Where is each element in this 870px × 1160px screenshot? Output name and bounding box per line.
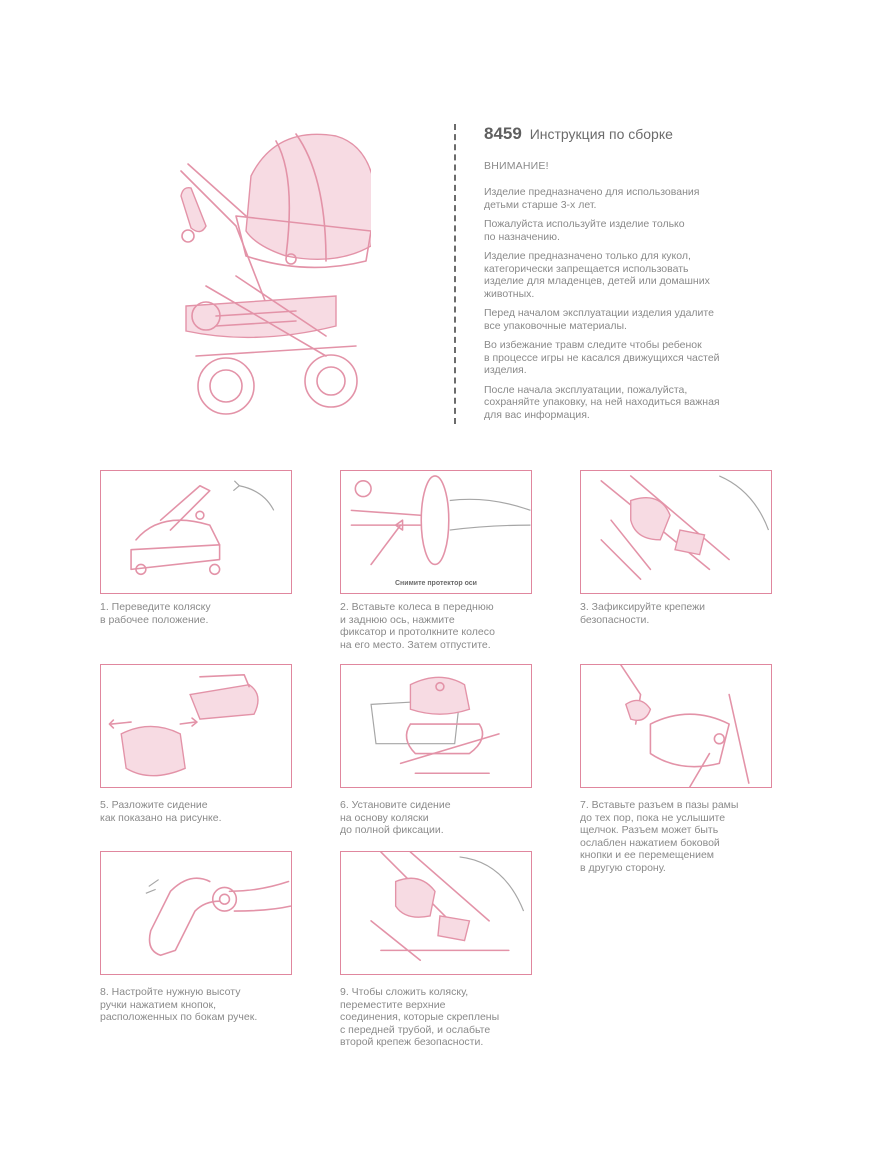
caption-line: в рабочее положение. bbox=[100, 613, 209, 626]
paragraph: После начала эксплуатации, пожалуйста, с… bbox=[484, 384, 784, 422]
caption-line: 7. Вставьте разъем в пазы рамы bbox=[580, 799, 739, 811]
step-1-illustration bbox=[100, 470, 292, 594]
paragraph: Во избежание травм следите чтобы ребенок… bbox=[484, 339, 784, 377]
caption-line: соединения, которые скреплены bbox=[340, 1011, 500, 1023]
paragraph: Изделие предназначено для использования … bbox=[484, 186, 784, 211]
paragraph-line: категорически запрещается использовать bbox=[484, 262, 689, 275]
paragraph-line: по назначению. bbox=[484, 230, 560, 243]
caption-line: фиксатор и протолкните колесо bbox=[340, 626, 495, 638]
caption-line: на его место. Затем отпустите. bbox=[340, 638, 491, 651]
step-2-illustration: Снимите протектор оси bbox=[340, 470, 532, 594]
paragraph-line: все упаковочные материалы. bbox=[484, 319, 627, 332]
caption-line: ослаблен нажатием боковой bbox=[580, 836, 720, 849]
caption-line: переместите верхние bbox=[340, 998, 446, 1011]
caption-line: до тех пор, пока не услышите bbox=[580, 811, 726, 824]
caption-line: 2. Вставьте колеса в переднюю bbox=[340, 601, 494, 613]
paragraph-line: изделие для младенцев, детей или домашни… bbox=[484, 275, 710, 287]
caption-line: 8. Настройте нужную высоту bbox=[100, 986, 241, 998]
paragraph-line: в процессе игры не касался движущихся ча… bbox=[484, 351, 720, 364]
step-5-caption: 5. Разложите сидение как показано на рис… bbox=[100, 799, 305, 824]
paragraph: Пожалуйста используйте изделие только по… bbox=[484, 218, 784, 243]
model-number: 8459 bbox=[484, 124, 522, 143]
step-8-caption: 8. Настройте нужную высоту ручки нажатие… bbox=[100, 986, 305, 1024]
dashed-divider bbox=[454, 124, 456, 424]
title-text: Инструкция по сборке bbox=[529, 126, 673, 142]
paragraph-line: Перед началом эксплуатации изделия удали… bbox=[484, 307, 714, 319]
caption-line: 3. Зафиксируйте крепежи bbox=[580, 601, 706, 613]
intro-block: 8459 Инструкция по сборке ВНИМАНИЕ! Изде… bbox=[484, 124, 784, 428]
step-1-caption: 1. Переведите коляску в рабочее положени… bbox=[100, 601, 305, 626]
paragraph: Перед началом эксплуатации изделия удали… bbox=[484, 307, 784, 332]
caption-line: как показано на рисунке. bbox=[100, 811, 222, 824]
caption-line: расположенных по бокам ручек. bbox=[100, 1011, 258, 1023]
paragraph-line: животных. bbox=[484, 287, 535, 300]
page-title: 8459 Инструкция по сборке bbox=[484, 124, 784, 144]
paragraph-line: Во избежание травм следите чтобы ребенок bbox=[484, 339, 702, 351]
paragraph-line: детьми старше 3-х лет. bbox=[484, 198, 597, 211]
step-7-illustration bbox=[580, 664, 772, 788]
step-2-caption: 2. Вставьте колеса в переднюю и заднюю о… bbox=[340, 601, 545, 651]
paragraph-line: для вас информация. bbox=[484, 408, 590, 421]
caption-line: в другую сторону. bbox=[580, 861, 666, 874]
warning-heading: ВНИМАНИЕ! bbox=[484, 160, 549, 172]
caption-line: и заднюю ось, нажмите bbox=[340, 613, 455, 626]
step-6-caption: 6. Установите сидение на основу коляски … bbox=[340, 799, 545, 837]
caption-line: ручки нажатием кнопок, bbox=[100, 998, 217, 1011]
step-2-image-caption: Снимите протектор оси bbox=[395, 580, 477, 587]
hero-stroller-illustration bbox=[176, 116, 377, 416]
paragraph: Изделие предназначено только для кукол, … bbox=[484, 250, 784, 300]
step-9-caption: 9. Чтобы сложить коляску, переместите ве… bbox=[340, 986, 545, 1049]
paragraph-line: После начала эксплуатации, пожалуйста, bbox=[484, 383, 688, 396]
caption-line: до полной фиксации. bbox=[340, 824, 444, 836]
caption-line: второй крепеж безопасности. bbox=[340, 1036, 484, 1048]
caption-line: кнопки и ее перемещением bbox=[580, 849, 715, 861]
caption-line: щелчок. Разъем может быть bbox=[580, 824, 719, 836]
caption-line: безопасности. bbox=[580, 613, 650, 626]
caption-line: 9. Чтобы сложить коляску, bbox=[340, 986, 469, 998]
paragraph-line: Изделие предназначено для использования bbox=[484, 186, 700, 198]
paragraph-line: сохраняйте упаковку, на ней находиться в… bbox=[484, 396, 720, 408]
step-9-illustration bbox=[340, 851, 532, 975]
caption-line: 5. Разложите сидение bbox=[100, 799, 208, 811]
paragraph-line: Пожалуйста используйте изделие только bbox=[484, 218, 685, 230]
step-3-illustration bbox=[580, 470, 772, 594]
caption-line: на основу коляски bbox=[340, 811, 429, 824]
step-5-illustration bbox=[100, 664, 292, 788]
caption-line: 6. Установите сидение bbox=[340, 799, 451, 811]
step-8-illustration bbox=[100, 851, 292, 975]
paragraph-line: Изделие предназначено только для кукол, bbox=[484, 250, 691, 262]
caption-line: 1. Переведите коляску bbox=[100, 601, 211, 613]
caption-line: с передней трубой, и ослабьте bbox=[340, 1023, 491, 1036]
step-7-caption: 7. Вставьте разъем в пазы рамы до тех по… bbox=[580, 799, 785, 874]
paragraph-line: изделия. bbox=[484, 364, 527, 376]
step-3-caption: 3. Зафиксируйте крепежи безопасности. bbox=[580, 601, 785, 626]
step-6-illustration bbox=[340, 664, 532, 788]
